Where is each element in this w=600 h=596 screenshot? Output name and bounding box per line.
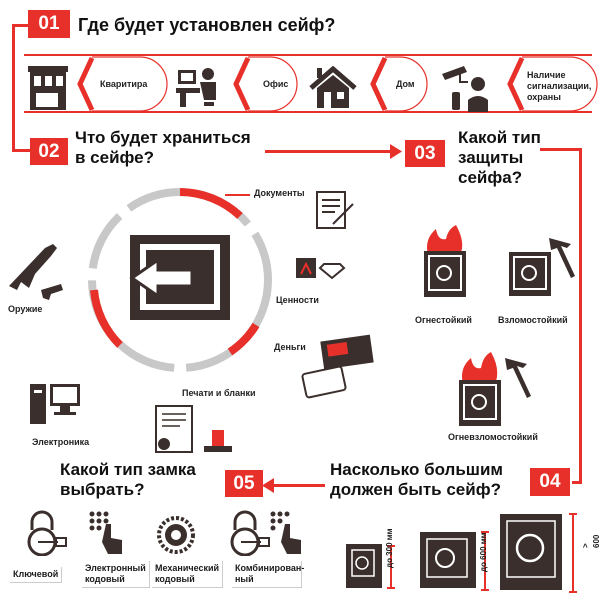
flow-line — [12, 149, 30, 152]
step-title-01: Где будет установлен сейф? — [78, 15, 336, 35]
burglary-resistant-safe-icon — [509, 238, 575, 296]
safe-medium-icon — [420, 532, 476, 588]
safe-large-icon — [500, 514, 562, 590]
flow-line — [579, 148, 582, 484]
office-worker-icon — [176, 68, 216, 107]
valuables-icon — [296, 258, 346, 280]
apartment-building-icon — [28, 66, 68, 110]
step-title-05-line1: Какой тип замка — [60, 460, 196, 479]
security-line-1: Наличие — [527, 70, 566, 80]
content-stamps-forms: Печати и бланки — [182, 388, 256, 398]
security-camera-guard-icon — [442, 66, 488, 112]
step-title-04-line2: должен быть сейф? — [330, 480, 501, 499]
lock-combined[interactable]: Комбинирован-ный — [232, 561, 305, 588]
step-number-01: 01 — [28, 10, 70, 38]
protection-burglary-resistant: Взломостойкий — [498, 315, 568, 325]
combination-dial-icon — [157, 516, 195, 554]
step-title-02-line2: в сейфе? — [75, 148, 155, 167]
size-small-label: до 300 мм — [385, 528, 394, 568]
content-valuables: Ценности — [276, 295, 319, 305]
money-cards-icon — [301, 334, 374, 399]
step-number-02: 02 — [30, 138, 68, 165]
lock-key[interactable]: Ключевой — [10, 567, 63, 583]
step-title-02-line1: Что будет храниться — [75, 128, 251, 147]
location-chevrons — [77, 56, 598, 112]
weapons-icon — [9, 244, 63, 300]
step-title-03-line3: сейфа? — [458, 168, 523, 187]
content-electronics: Электроника — [32, 437, 90, 447]
fire-burglary-resistant-safe-icon — [459, 352, 531, 426]
flow-line — [12, 24, 28, 27]
step-number-05: 05 — [225, 470, 263, 497]
safe-small-icon — [346, 544, 382, 588]
step-number-03: 03 — [405, 140, 445, 167]
flow-line — [540, 148, 582, 151]
protection-fire-burglary-resistant: Огневзломостойкий — [448, 432, 538, 442]
lock-mechanical-line2: кодовый — [155, 574, 195, 584]
content-money: Деньги — [274, 342, 306, 352]
flow-arrow — [265, 150, 395, 153]
size-medium-label: до 600 мм — [479, 532, 488, 572]
lock-mechanical-line1: Механический — [155, 563, 220, 573]
house-icon — [309, 66, 357, 108]
computer-icon — [30, 384, 80, 424]
lock-combined-line1: Комбинирован- — [235, 563, 305, 573]
lock-combined-line2: ный — [235, 574, 254, 584]
contents-ring — [88, 188, 272, 372]
size-large-label: > 600 мм — [581, 534, 600, 548]
lock-electronic-line1: Электронный — [85, 563, 146, 573]
pointer-line — [225, 194, 250, 196]
content-weapons: Оружие — [8, 304, 43, 314]
lock-electronic-line2: кодовый — [85, 574, 125, 584]
flow-line — [12, 24, 15, 152]
step-number-04: 04 — [530, 468, 570, 496]
flow-arrow — [270, 484, 325, 487]
step-title-05-line2: выбрать? — [60, 480, 145, 499]
step-title-04-line1: Насколько большим — [330, 460, 503, 479]
fireproof-safe-icon — [424, 225, 466, 297]
band-border-top — [24, 54, 592, 56]
content-documents: Документы — [254, 188, 305, 198]
step-title-03-line1: Какой тип — [458, 128, 541, 147]
documents-icon — [316, 191, 354, 229]
security-line-3: охраны — [527, 92, 561, 102]
location-apartment[interactable]: Кваритира — [100, 79, 148, 89]
protection-fireproof: Огнестойкий — [415, 315, 472, 325]
band-border-bottom — [24, 111, 592, 113]
stamps-forms-icon — [155, 405, 232, 453]
flow-line — [572, 481, 582, 484]
location-office[interactable]: Офис — [263, 79, 289, 89]
keypad-finger-icon — [89, 511, 122, 554]
combined-lock-icon — [230, 510, 301, 556]
arrow-right-icon — [390, 144, 402, 159]
key-lock-icon — [27, 510, 67, 556]
security-line-2: сигнализации, — [527, 81, 592, 91]
safe-sizes — [346, 513, 577, 593]
step-title-03-line2: защиты — [458, 148, 524, 167]
location-home[interactable]: Дом — [396, 79, 415, 89]
arrow-left-icon — [262, 478, 274, 493]
